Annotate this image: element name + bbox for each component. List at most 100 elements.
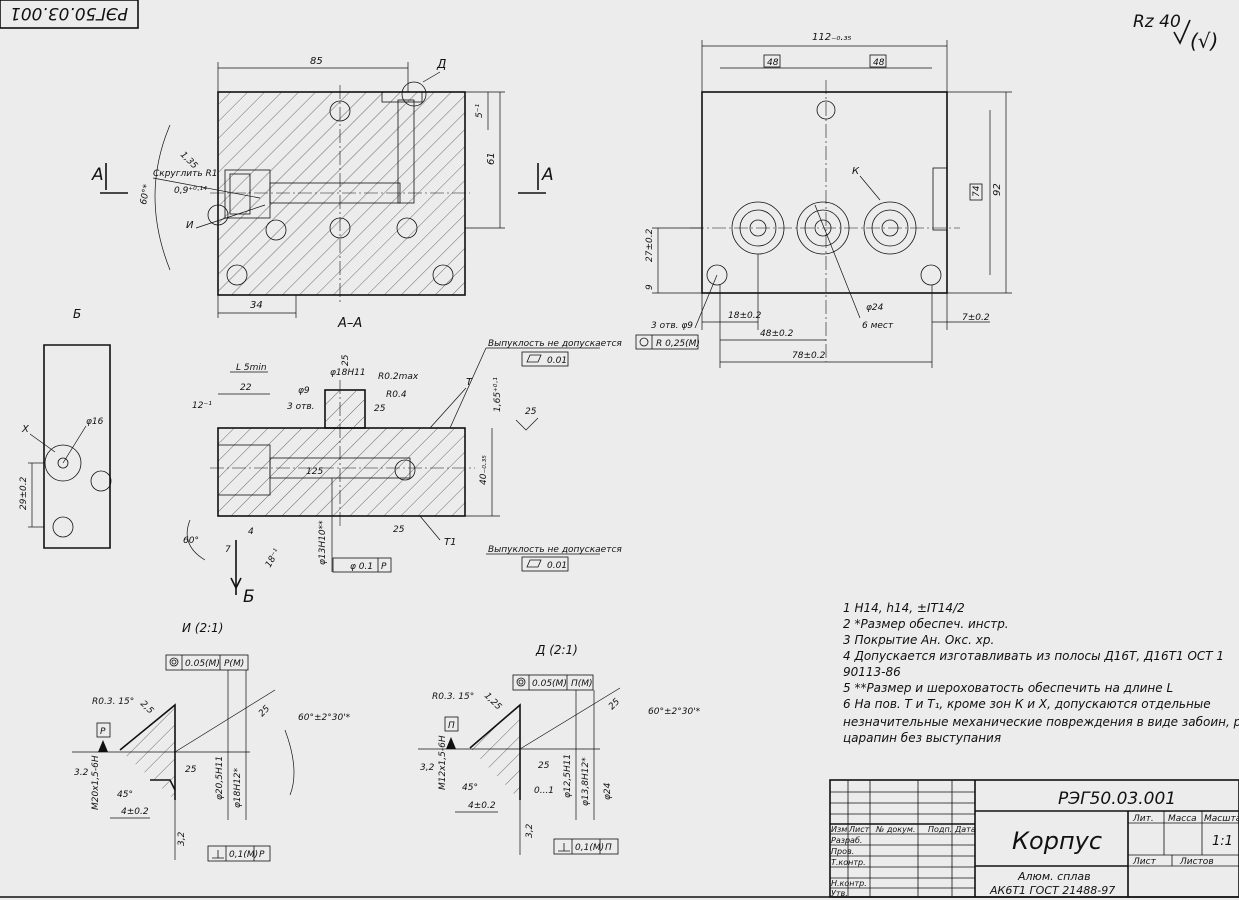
svg-text:27±0.2: 27±0.2 [645, 228, 655, 262]
svg-text:А–А: А–А [337, 316, 362, 331]
svg-text:Лит.: Лит. [1132, 814, 1154, 824]
svg-text:60°: 60° [183, 536, 199, 546]
svg-text:48: 48 [767, 58, 779, 68]
svg-text:34: 34 [250, 300, 263, 311]
svg-text:Лист: Лист [848, 825, 870, 834]
svg-text:25: 25 [607, 697, 622, 712]
svg-text:22: 22 [240, 383, 252, 393]
svg-text:3.2: 3.2 [74, 768, 89, 778]
top-view-hatch [218, 92, 465, 295]
svg-text:0...1: 0...1 [534, 786, 554, 796]
svg-text:6 мест: 6 мест [862, 321, 894, 331]
svg-text:P(M): P(M) [224, 659, 244, 669]
view-b: Б Х φ16 29±0.2 [19, 307, 112, 549]
svg-text:25: 25 [185, 765, 197, 775]
title-block: Изм Лист № докум. Подп. Дата Разраб. Про… [829, 779, 1239, 898]
dim-85: 85 [310, 56, 323, 67]
svg-text:П: П [448, 721, 455, 731]
designation: РЭГ50.03.001 [1058, 789, 1176, 809]
svg-text:φ13Н10**: φ13Н10** [318, 520, 328, 565]
note-line: 4 Допускается изготавливать из полосы Д1… [843, 649, 1224, 663]
top-view-outline [217, 91, 466, 296]
svg-text:П(M): П(M) [571, 679, 593, 689]
svg-text:Скруглить R1: Скруглить R1 [153, 169, 217, 179]
svg-text:φ13,8Н12*: φ13,8Н12* [581, 757, 591, 806]
svg-text:25: 25 [341, 354, 351, 366]
svg-text:Выпуклость не допускается: Выпуклость не допускается [488, 545, 622, 555]
svg-text:3 отв.: 3 отв. [287, 402, 315, 412]
roughness-value: Rz 40 [1133, 12, 1181, 32]
svg-text:60°*: 60°* [139, 183, 152, 205]
svg-text:P: P [259, 850, 265, 860]
svg-text:3 отв. φ9: 3 отв. φ9 [651, 321, 693, 331]
svg-text:12⁻¹: 12⁻¹ [192, 401, 212, 411]
svg-text:φ24: φ24 [866, 303, 884, 313]
svg-text:4±0.2: 4±0.2 [468, 801, 496, 811]
note-line: 3 Покрытие Ан. Окс. хр. [843, 633, 994, 647]
svg-text:1:1: 1:1 [1212, 834, 1233, 849]
svg-text:φ9: φ9 [298, 386, 310, 396]
svg-text:Подп.: Подп. [928, 825, 952, 834]
svg-text:φ24: φ24 [603, 782, 613, 800]
svg-text:А: А [91, 165, 104, 185]
svg-text:Т1: Т1 [444, 537, 456, 548]
svg-text:Д: Д [436, 57, 446, 71]
front-view-outline [701, 91, 948, 294]
svg-text:45°: 45° [117, 790, 133, 800]
svg-text:60°±2°30'*: 60°±2°30'* [298, 713, 351, 723]
svg-text:7: 7 [225, 545, 231, 555]
note-line: незначительные механические повреждения … [843, 715, 1239, 729]
technical-notes: 1 Н14, h14, ±IT14/2 2 *Размер обеспеч. и… [843, 601, 1239, 745]
svg-text:АК6Т1 ГОСТ 21488-97: АК6Т1 ГОСТ 21488-97 [989, 884, 1115, 897]
svg-text:25: 25 [393, 525, 405, 535]
svg-text:Масштаб: Масштаб [1204, 814, 1239, 824]
note-line: 6 На пов. Т и Т₁, кроме зон К и Х, допус… [843, 697, 1211, 711]
svg-text:P: P [381, 562, 387, 572]
svg-text:M20x1,5-6H: M20x1,5-6H [91, 755, 101, 810]
front-view: 112₋₀.₃₅ 48 48 92 74 27±0.2 9 18±0.2 48±… [635, 32, 1012, 368]
svg-text:25: 25 [538, 761, 550, 771]
note-line: 2 *Размер обеспеч. инстр. [843, 617, 1009, 631]
svg-text:74: 74 [972, 185, 982, 197]
svg-text:3,2: 3,2 [525, 823, 535, 838]
svg-text:Алюм. сплав: Алюм. сплав [1017, 870, 1091, 883]
detail-d: Д (2:1) 0.05(M) П(M) R0.3. 15° 1,25 П 3,… [418, 643, 701, 855]
svg-text:3,2: 3,2 [420, 763, 435, 773]
svg-text:φ 0.1: φ 0.1 [350, 562, 373, 572]
svg-text:0.05(M): 0.05(M) [185, 659, 220, 669]
svg-text:Изм: Изм [831, 825, 847, 834]
svg-text:4: 4 [248, 527, 254, 537]
svg-text:Утв.: Утв. [831, 889, 848, 898]
svg-text:(√): (√) [1190, 29, 1218, 53]
svg-text:1,25: 1,25 [482, 691, 503, 712]
svg-text:0,1(M): 0,1(M) [575, 843, 604, 853]
note-line: 90113-86 [843, 665, 901, 679]
svg-text:P: P [100, 727, 106, 737]
svg-text:9: 9 [645, 284, 655, 290]
note-line: царапин без выступания [843, 731, 1001, 745]
svg-text:92: 92 [992, 183, 1003, 196]
svg-text:Лист: Лист [1132, 857, 1157, 867]
svg-text:Т: Т [466, 377, 473, 388]
svg-text:R0.3. 15°: R0.3. 15° [92, 697, 134, 707]
svg-text:И: И [186, 220, 194, 231]
svg-text:Листов: Листов [1179, 857, 1214, 867]
svg-text:Выпуклость не допускается: Выпуклость не допускается [488, 339, 622, 349]
svg-text:25: 25 [257, 704, 272, 719]
top-view: 85 34 61 5⁻¹ Д А А Скруглить R1 0,9⁺⁰·¹⁴… [91, 56, 554, 318]
svg-text:18⁻¹: 18⁻¹ [264, 547, 283, 569]
svg-text:Х: Х [21, 424, 30, 435]
svg-text:φ12,5Н11: φ12,5Н11 [563, 754, 573, 798]
svg-text:φ18Н12*: φ18Н12* [233, 767, 243, 808]
svg-text:25: 25 [374, 404, 386, 414]
svg-text:φ16: φ16 [86, 417, 104, 427]
detail-i-circle [207, 204, 229, 226]
note-line: 1 Н14, h14, ±IT14/2 [843, 601, 965, 615]
svg-text:Масса: Масса [1168, 814, 1197, 824]
svg-text:Н.контр.: Н.контр. [831, 879, 867, 888]
svg-text:78±0.2: 78±0.2 [792, 351, 826, 361]
svg-text:0.01: 0.01 [547, 561, 567, 571]
corner-stamp-text: РЭГ50.03.001 [10, 3, 128, 23]
svg-text:Пров.: Пров. [831, 847, 854, 856]
